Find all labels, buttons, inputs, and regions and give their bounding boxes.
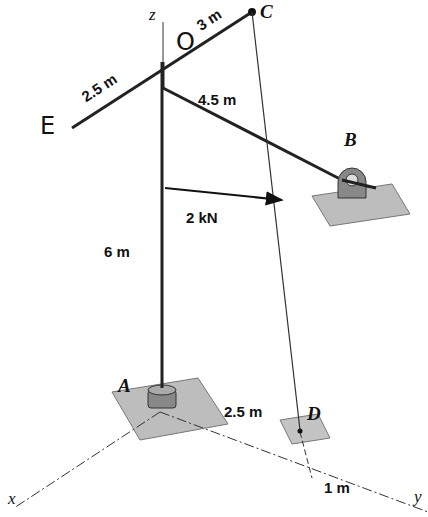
point-label: E xyxy=(40,114,55,138)
dimension-line xyxy=(300,432,312,478)
member-ec xyxy=(72,12,252,128)
base-plate-d xyxy=(280,414,330,444)
vertical-member xyxy=(161,62,164,388)
point-label: O xyxy=(176,30,195,54)
shaft-b xyxy=(342,180,376,188)
point-label: B xyxy=(344,130,357,149)
force-arrow xyxy=(165,188,282,200)
dimension-label: 6 m xyxy=(104,244,130,259)
joint xyxy=(162,62,165,88)
point-d xyxy=(298,429,303,434)
force-label: 2 kN xyxy=(186,210,218,225)
z-axis xyxy=(163,22,164,62)
axis-label: z xyxy=(149,6,156,23)
cable-cd xyxy=(252,12,300,430)
dimension-label: 4.5 m xyxy=(198,92,236,107)
point-label: A xyxy=(118,376,131,395)
dimension-label: 2.5 m xyxy=(224,404,262,419)
dimension-label: 3 m xyxy=(194,6,224,33)
point-label: C xyxy=(260,2,273,21)
axis-label: x xyxy=(8,490,16,507)
dimension-label: 1 m xyxy=(324,480,350,495)
y-axis xyxy=(160,412,428,512)
axis-label: y xyxy=(414,488,422,505)
x-axis xyxy=(14,412,160,508)
point-label: D xyxy=(307,404,321,423)
dimension-label: 2.5 m xyxy=(79,71,119,104)
member-ob xyxy=(163,88,342,180)
